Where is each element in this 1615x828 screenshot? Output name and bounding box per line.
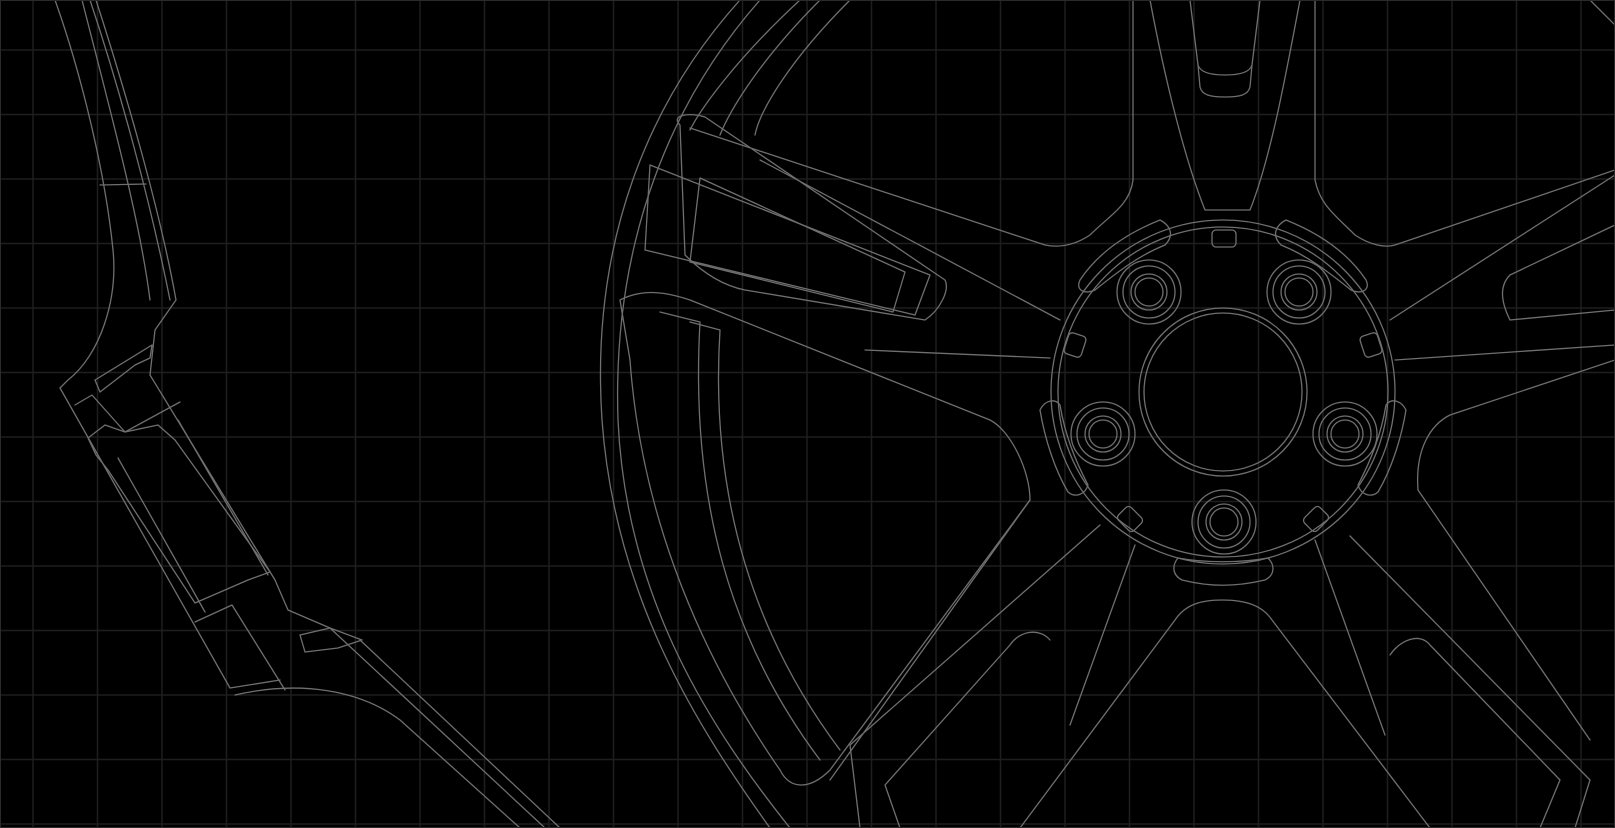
hub-flange bbox=[1050, 219, 1396, 565]
lug-nut bbox=[1312, 401, 1378, 467]
spoke-top-center-slot bbox=[1197, 64, 1253, 98]
hub-window-left bbox=[1039, 400, 1089, 496]
spoke-left-lower-edge bbox=[864, 349, 1051, 359]
hub-slot-bottom-left bbox=[1116, 505, 1144, 533]
hub-slot-right bbox=[1359, 332, 1383, 358]
spoke-pocket-upper-left-inner bbox=[644, 164, 931, 316]
wheel-cross-section bbox=[54, 0, 561, 828]
spoke-right bbox=[1416, 359, 1615, 741]
section-spoke-inner bbox=[117, 457, 206, 613]
spoke-right-lower-edge bbox=[1394, 344, 1615, 361]
lug-nut bbox=[1191, 489, 1257, 555]
section-rim-lip bbox=[89, 0, 171, 301]
center-bore bbox=[1138, 307, 1308, 477]
spoke-bottom bbox=[1019, 599, 1431, 828]
lug-nut bbox=[1070, 401, 1136, 467]
section-rim-back-edge bbox=[95, 0, 546, 828]
outer-rim-arc bbox=[599, 0, 771, 828]
hub-slot-top bbox=[1211, 229, 1237, 248]
spoke-pocket-upper-left-inner-2 bbox=[689, 177, 906, 313]
section-tab bbox=[299, 627, 363, 653]
hub-window-bottom bbox=[1173, 557, 1274, 586]
spoke-pocket-lower-left-inner bbox=[659, 311, 821, 761]
spoke-lower-left-2 bbox=[849, 524, 1101, 828]
section-lower-flange bbox=[359, 639, 561, 828]
lug-nut bbox=[1266, 259, 1332, 325]
hub-slot-left bbox=[1063, 332, 1087, 358]
outer-rim-arc-inner bbox=[616, 0, 791, 828]
section-lower-arc bbox=[234, 687, 521, 828]
rim-lip-arc-3 bbox=[754, 0, 851, 136]
center-bore-inner bbox=[1143, 312, 1303, 472]
section-spoke-outer bbox=[177, 419, 269, 576]
hub-window-top-right bbox=[1274, 219, 1368, 293]
spoke-lower-right-2 bbox=[1314, 539, 1386, 736]
hub-slot-bottom-right bbox=[1302, 505, 1330, 533]
spoke-pocket-upper-left bbox=[676, 114, 947, 321]
spoke-top-center-inner bbox=[1189, 0, 1261, 76]
spoke-top-right bbox=[1314, 0, 1615, 247]
wheel-front-view bbox=[599, 0, 1615, 828]
spoke-lower-left-pocket bbox=[884, 631, 1051, 828]
spoke-left-upper-edge bbox=[759, 159, 1061, 321]
section-rim-inner-edge bbox=[81, 0, 151, 301]
rim-lip-arc-2 bbox=[719, 0, 821, 136]
section-barrel-line bbox=[99, 183, 147, 186]
rim-lip-arc bbox=[689, 0, 801, 131]
hub-window-right bbox=[1357, 400, 1407, 496]
spoke-right-upper bbox=[1389, 174, 1615, 321]
spoke-pocket-lower-left bbox=[619, 291, 1031, 786]
spoke-lower-right-pocket bbox=[1389, 637, 1561, 828]
hub-flange-inner bbox=[1057, 226, 1389, 558]
spoke-right-pocket bbox=[1501, 224, 1615, 321]
section-lower-leg bbox=[194, 604, 286, 691]
spoke-top-center-left bbox=[1149, 0, 1301, 211]
spoke-pocket-lower-left-inner-2 bbox=[689, 321, 841, 751]
section-mount-pad bbox=[87, 424, 271, 604]
spoke-lower-left-3 bbox=[1069, 544, 1136, 726]
spoke-top bbox=[689, 0, 1134, 247]
outer-rim-arc-right bbox=[1589, 0, 1615, 26]
section-hub-face bbox=[94, 344, 153, 393]
lug-nut bbox=[1116, 259, 1182, 325]
section-center-bore bbox=[74, 394, 181, 433]
hub-window-top-left bbox=[1078, 219, 1172, 293]
section-outer-rim-flange bbox=[54, 0, 281, 689]
spoke-lower-right bbox=[1349, 535, 1591, 828]
